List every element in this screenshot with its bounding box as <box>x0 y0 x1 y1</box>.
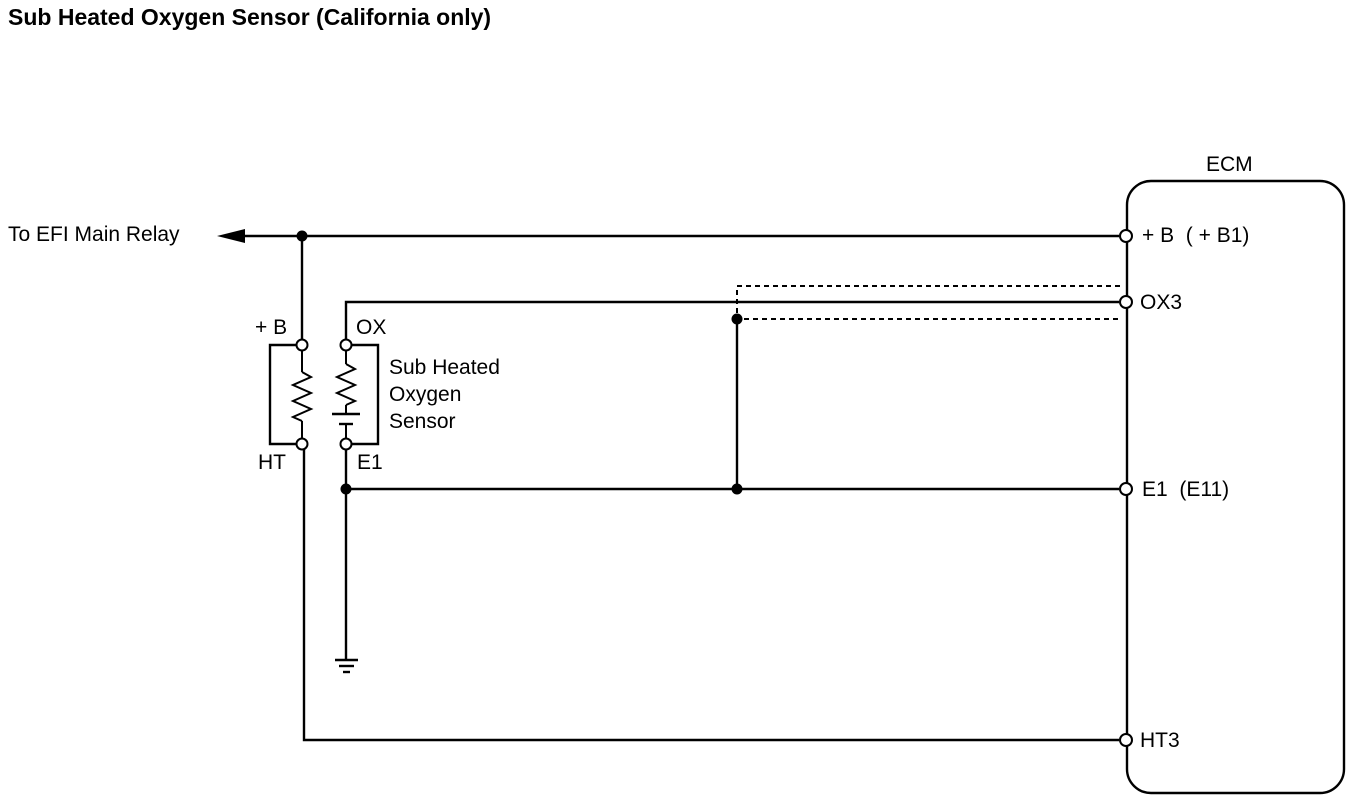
ecm-terminal-e11 <box>1119 482 1133 496</box>
sensor-name-line: Sub Heated <box>389 356 500 379</box>
sensor-pin-label: + B <box>255 316 287 339</box>
junction-dot <box>731 313 743 325</box>
relay-label: To EFI Main Relay <box>8 223 180 246</box>
ground-icon <box>335 658 358 674</box>
ecm-terminal-label: OX3 <box>1140 291 1182 314</box>
sensor-terminal-ox <box>339 338 353 352</box>
sensor-body <box>268 343 380 446</box>
ecm-terminal-plus-b1 <box>1119 229 1133 243</box>
sensor-terminal-ht <box>295 437 309 451</box>
ecm-terminal-ht3 <box>1119 733 1133 747</box>
wire-ox <box>344 300 1119 345</box>
junction-dot <box>340 483 352 495</box>
junction-dot <box>296 230 308 242</box>
wire-ht <box>302 444 1119 742</box>
sensor-name-line: Sensor <box>389 410 456 433</box>
sensor-terminal-e1 <box>339 437 353 451</box>
shield-dashed <box>736 285 1120 320</box>
junction-dot <box>731 483 743 495</box>
sensor-pin-label: HT <box>258 451 286 474</box>
ecm-label: ECM <box>1206 153 1253 176</box>
sensor-pin-label: E1 <box>357 451 383 474</box>
ecm-terminal-ox3 <box>1119 295 1133 309</box>
sensor-terminal-plus-b <box>295 338 309 352</box>
ecm-terminal-label: + B ( + B1) <box>1142 224 1249 247</box>
arrow-left-icon <box>217 229 245 243</box>
ecm-terminal-label: E1 (E11) <box>1142 478 1229 501</box>
sensor-pin-label: OX <box>356 316 386 339</box>
ecm-terminal-label: HT3 <box>1140 729 1180 752</box>
diagram-title: Sub Heated Oxygen Sensor (California onl… <box>8 4 491 30</box>
sensor-name-line: Oxygen <box>389 383 461 406</box>
